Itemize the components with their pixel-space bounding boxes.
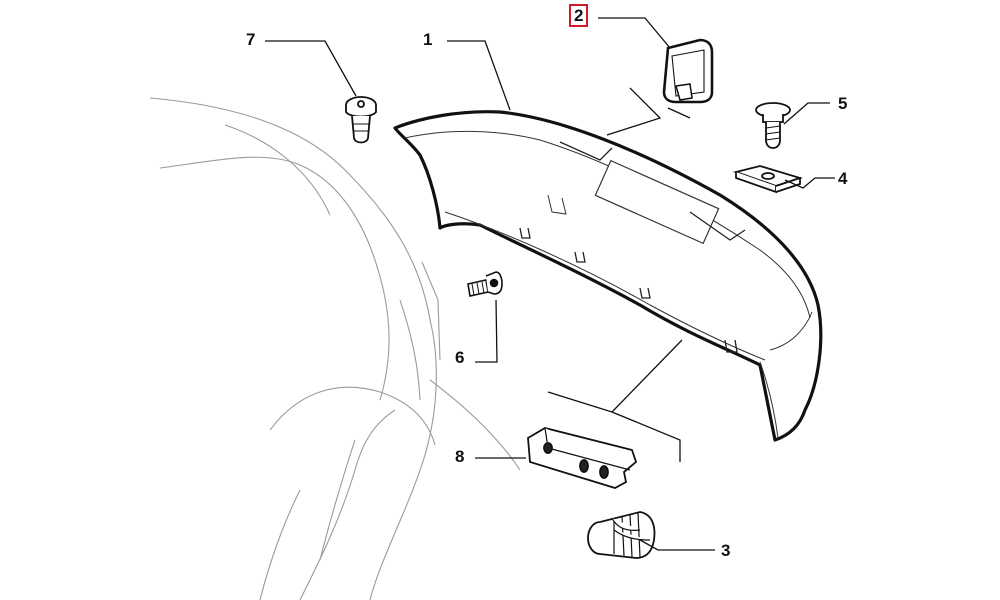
callout-5: 5 [838,94,848,113]
bumper [393,110,823,442]
push-fastener [345,96,377,144]
leader-line-2 [598,17,671,49]
clip-nut [732,165,803,194]
leader-line-3 [639,539,715,551]
callout-4: 4 [838,169,848,188]
leader-lines [265,17,835,551]
leader-line-6 [475,299,498,363]
bolt [467,271,503,297]
callout-2: 2 [569,4,589,27]
leader-line-5 [783,102,830,125]
car-body-outline [149,97,521,600]
callout-6: 6 [455,348,465,367]
cover-cap [662,38,714,104]
group-bracket-2 [606,87,691,136]
leader-line-7 [265,40,357,97]
callout-8: 8 [455,447,465,466]
leader-line-4 [784,177,835,189]
callout-3: 3 [721,541,731,560]
bracket [527,427,638,489]
callout-7: 7 [246,30,256,49]
screw [755,102,791,149]
leader-line-1 [447,40,511,111]
plug-rivet [587,511,656,559]
callout-1: 1 [423,30,433,49]
group-bracket-8 [547,339,683,462]
